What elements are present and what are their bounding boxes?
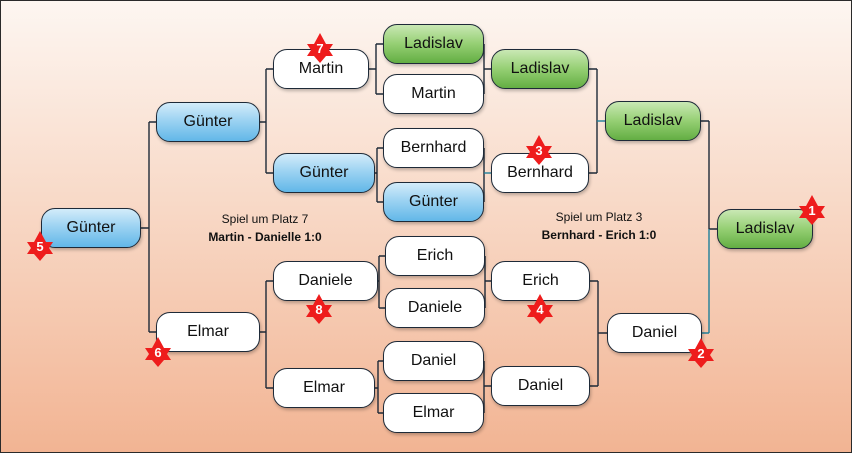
star-icon — [27, 231, 53, 261]
first-round-node-1: Ladislav — [383, 24, 484, 64]
place3-title: Spiel um Platz 3 — [555, 210, 643, 224]
place3-note: Spiel um Platz 3 Bernhard - Erich 1:0 — [499, 210, 699, 242]
left-quarter-node-3: Daniele — [273, 261, 378, 301]
place-star-1: 1 — [796, 194, 828, 226]
place7-note: Spiel um Platz 7 Martin - Danielle 1:0 — [165, 212, 365, 244]
first-round-node-5: Erich — [385, 236, 485, 276]
left-quarter-node-2: Günter — [273, 153, 375, 193]
first-round-node-6: Daniele — [385, 288, 485, 328]
left-final-node: Günter — [41, 208, 141, 248]
place-label-2: 2 — [697, 345, 705, 361]
first-round-node-8: Elmar — [383, 393, 484, 433]
right-quarter-node-4: Daniel — [491, 366, 590, 406]
place-star-3: 3 — [523, 134, 555, 166]
star-icon — [526, 135, 552, 165]
first-round-node-7: Daniel — [383, 341, 484, 381]
star-icon — [307, 33, 333, 63]
place3-result: Bernhard - Erich 1:0 — [541, 228, 657, 242]
star-icon — [145, 337, 171, 367]
right-quarter-node-1: Ladislav — [491, 49, 589, 89]
place-label-6: 6 — [154, 344, 162, 360]
place-star-7: 7 — [304, 32, 336, 64]
left-semi-node-2: Elmar — [156, 312, 260, 352]
right-quarter-node-3: Erich — [491, 261, 590, 301]
star-icon — [527, 294, 553, 324]
place-star-6: 6 — [142, 336, 174, 368]
place-label-5: 5 — [36, 238, 44, 254]
right-semi-node-2: Daniel — [607, 313, 702, 353]
place-star-4: 4 — [524, 293, 556, 325]
right-semi-node-1: Ladislav — [605, 101, 701, 141]
place-star-5: 5 — [24, 230, 56, 262]
star-icon — [688, 338, 714, 368]
place7-result: Martin - Danielle 1:0 — [208, 230, 322, 244]
first-round-node-2: Martin — [383, 74, 484, 114]
left-semi-node-1: Günter — [156, 102, 260, 142]
place-label-1: 1 — [808, 202, 816, 218]
star-icon — [799, 195, 825, 225]
place-label-3: 3 — [535, 142, 543, 158]
first-round-node-3: Bernhard — [383, 128, 484, 168]
first-round-node-4: Günter — [383, 182, 484, 222]
place-label-7: 7 — [316, 40, 324, 56]
place-label-4: 4 — [536, 301, 544, 317]
place7-title: Spiel um Platz 7 — [221, 212, 309, 226]
right-final-node: Ladislav — [717, 209, 813, 249]
place-label-8: 8 — [315, 301, 323, 317]
place-star-2: 2 — [685, 337, 717, 369]
star-icon — [306, 294, 332, 324]
place-star-8: 8 — [303, 293, 335, 325]
left-quarter-node-4: Elmar — [273, 368, 375, 408]
